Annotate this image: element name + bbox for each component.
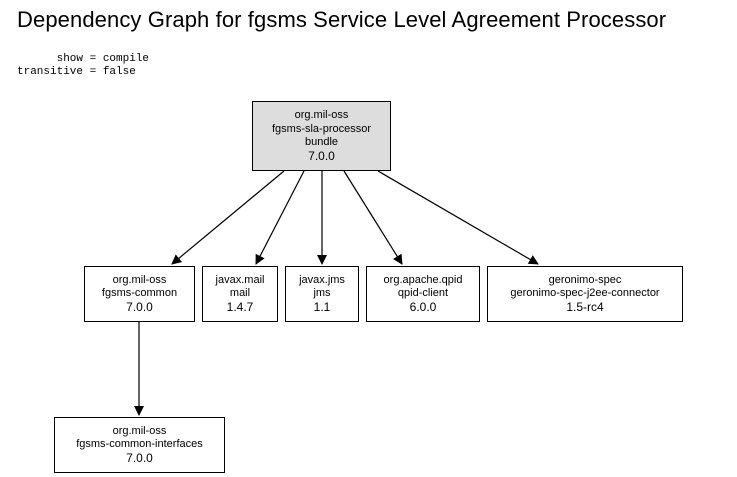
node-artifact: mail — [229, 287, 251, 300]
node-group: org.mil-oss — [294, 109, 349, 121]
node-artifact: jms — [313, 287, 331, 300]
param-transitive: transitive = false — [17, 66, 136, 78]
node-group: org.mil-oss — [112, 273, 167, 286]
node-mail: javax.mail mail 1.4.7 — [202, 266, 278, 322]
node-type: bundle — [304, 136, 339, 148]
node-version: 1.4.7 — [226, 299, 254, 314]
node-qpid-client: org.apache.qpid qpid-client 6.0.0 — [366, 266, 480, 322]
node-version: 7.0.0 — [126, 299, 153, 314]
node-artifact: qpid-client — [397, 287, 449, 300]
node-version: 1.1 — [313, 299, 331, 314]
edge-root-geronimo — [377, 170, 539, 265]
edge-root-mail — [255, 170, 305, 265]
node-fgsms-common-interfaces: org.mil-oss fgsms-common-interfaces 7.0.… — [54, 417, 225, 473]
node-group: org.apache.qpid — [383, 273, 463, 286]
node-group: javax.mail — [215, 273, 265, 286]
node-artifact: fgsms-common — [101, 287, 178, 300]
node-fgsms-sla-processor: org.mil-oss fgsms-sla-processor bundle 7… — [252, 101, 391, 171]
node-fgsms-common: org.mil-oss fgsms-common 7.0.0 — [84, 266, 195, 322]
param-show: show = compile — [17, 53, 150, 65]
node-version: 6.0.0 — [409, 299, 437, 314]
node-version: 1.5-rc4 — [566, 299, 604, 314]
node-version: 7.0.0 — [126, 450, 153, 465]
node-group: geronimo-spec — [548, 273, 622, 286]
node-version: 7.0.0 — [308, 148, 335, 163]
graph-parameters: show = compile transitive = false — [17, 53, 149, 79]
diagram-title: Dependency Graph for fgsms Service Level… — [17, 7, 667, 32]
node-jms: javax.jms jms 1.1 — [285, 266, 359, 322]
edge-root-qpid — [343, 170, 403, 265]
node-geronimo-spec-j2ee-connector: geronimo-spec geronimo-spec-j2ee-connect… — [487, 266, 683, 322]
edge-root-common — [171, 170, 285, 265]
node-group: javax.jms — [299, 273, 345, 286]
node-artifact: fgsms-sla-processor — [271, 122, 372, 135]
node-artifact: geronimo-spec-j2ee-connector — [510, 287, 660, 300]
node-group: org.mil-oss — [112, 424, 167, 437]
node-artifact: fgsms-common-interfaces — [76, 438, 203, 451]
